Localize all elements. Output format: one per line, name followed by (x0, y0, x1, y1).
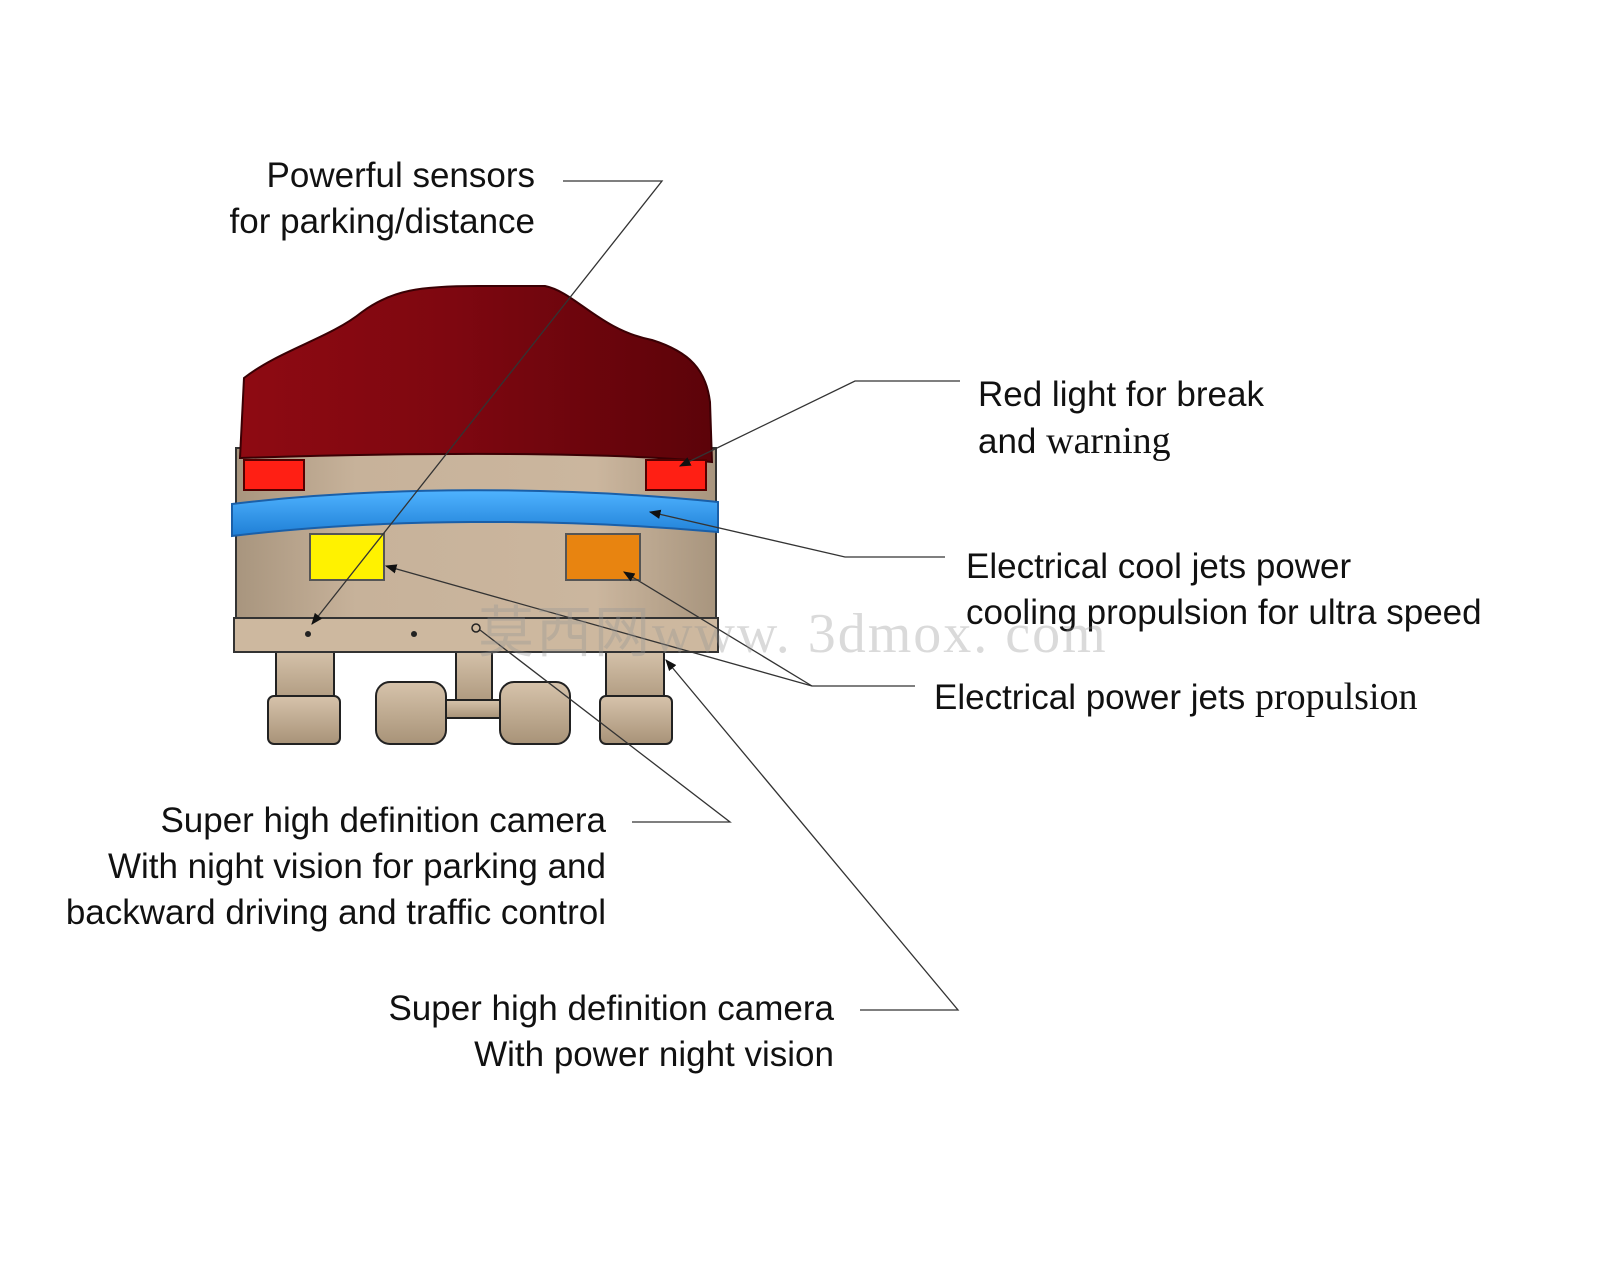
callout-red-light: Red light for break and warning (978, 372, 1264, 465)
rear-camera-lens (471, 623, 481, 633)
callout-camera-rear-line-3: backward driving and traffic control (65, 893, 606, 932)
callout-power-jets-a: Electrical power jets (934, 678, 1255, 717)
right-outer-wheel (599, 695, 673, 745)
parking-sensor-center (411, 631, 417, 637)
callout-cool-jets-line-2: cooling propulsion for ultra speed (966, 593, 1482, 632)
left-tail-light (243, 459, 305, 491)
left-inner-wheel (375, 681, 447, 745)
right-inner-wheel (499, 681, 571, 745)
leader-red-light (678, 380, 960, 467)
parking-sensor-left (305, 631, 311, 637)
callout-sensors-line-2: for parking/distance (229, 202, 535, 241)
callout-sensors-line-1: Powerful sensors (266, 156, 535, 195)
leader-camera-night (665, 659, 960, 1011)
wheel-assembly (267, 649, 673, 745)
callout-power-jets-b: propulsion (1254, 676, 1418, 718)
callout-camera-night: Super high definition camera With power … (300, 986, 834, 1078)
power-jet-yellow (309, 533, 385, 581)
callout-camera-rear: Super high definition camera With night … (6, 798, 606, 936)
callout-cool-jets: Electrical cool jets power cooling propu… (966, 544, 1482, 636)
leader-lines (311, 180, 960, 1011)
leader-camera-rear (479, 629, 732, 823)
cooling-jet-band (231, 489, 719, 538)
callout-red-light-line-1: Red light for break (978, 375, 1264, 414)
callout-red-light-line-2a: and (978, 422, 1047, 461)
callout-red-light-line-2: and warning (978, 418, 1264, 465)
leader-power-jets-orange (622, 571, 813, 687)
right-tail-light (645, 459, 707, 491)
callout-camera-night-line-2: With power night vision (474, 1035, 834, 1074)
leader-sensors (311, 180, 664, 625)
callout-red-light-line-2b: warning (1046, 420, 1171, 462)
callout-camera-rear-line-1: Super high definition camera (160, 801, 606, 840)
callout-cool-jets-line-1: Electrical cool jets power (966, 547, 1352, 586)
vehicle-roof (238, 285, 714, 464)
vehicle-body (235, 447, 717, 623)
callout-power-jets: Electrical power jets propulsion (934, 674, 1418, 721)
power-jet-orange (565, 533, 641, 581)
callout-sensors: Powerful sensors for parking/distance (180, 153, 535, 245)
left-outer-wheel (267, 695, 341, 745)
leader-cool-jets (648, 509, 945, 558)
callout-power-jets-line: Electrical power jets propulsion (934, 674, 1418, 721)
callout-camera-rear-line-2: With night vision for parking and (107, 847, 606, 886)
callout-camera-night-line-1: Super high definition camera (388, 989, 834, 1028)
